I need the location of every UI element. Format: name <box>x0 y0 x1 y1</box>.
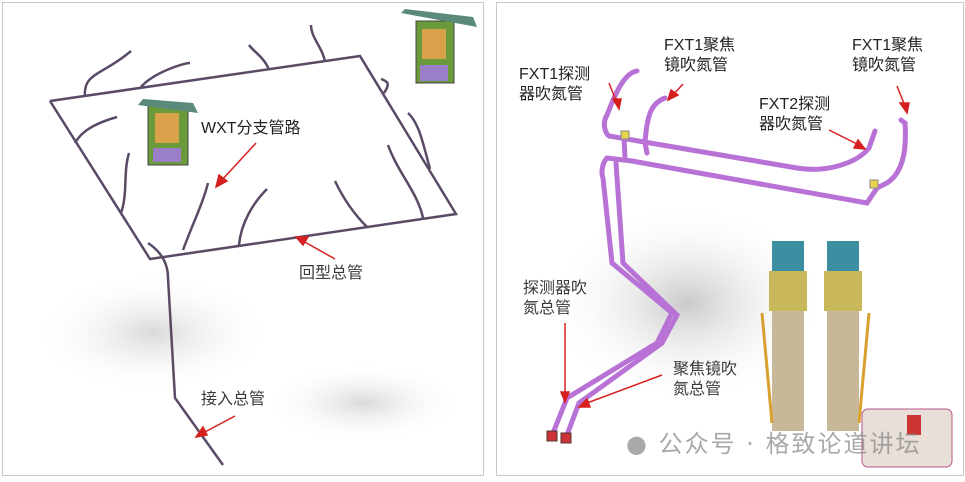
label-focus-main: 聚焦镜吹 氮总管 <box>673 359 738 398</box>
label-fxt1-focus-b: FXT1聚焦 镜吹氮管 <box>852 37 924 74</box>
loop-main-pipe <box>48 24 459 466</box>
label-inlet-main: 接入总管 <box>201 389 266 408</box>
label-fxt1-focus-a: FXT1聚焦 镜吹氮管 <box>664 37 736 74</box>
instrument-module-icon <box>401 9 477 84</box>
arrow-icon <box>302 240 336 260</box>
label-loop-main: 回型总管 <box>299 263 364 282</box>
nitrogen-pipes <box>550 68 908 438</box>
watermark-text: 公众号 · 格致论道讲坛 <box>658 430 922 458</box>
label-fxt2-detector: FXT2探测 器吹氮管 <box>759 96 831 133</box>
fxt-pipe-diagram <box>546 68 953 468</box>
right-panel-fxt-pipeline: FXT1探测 器吹氮管 FXT1聚焦 镜吹氮管 FXT1聚焦 镜吹氮管 FXT2… <box>496 2 964 476</box>
wechat-icon: ● <box>626 430 649 458</box>
wxt-pipe-diagram <box>33 9 477 466</box>
label-wxt-branch: WXT分支管路 <box>201 120 301 137</box>
fxt-telescope-icon <box>760 241 953 468</box>
arrow-icon <box>202 415 236 434</box>
label-fxt1-detector: FXT1探测 器吹氮管 <box>519 66 591 103</box>
instrument-module-icon <box>138 99 198 166</box>
left-panel-wxt-pipeline: WXT分支管路 回型总管 接入总管 <box>2 2 484 476</box>
arrow-icon <box>220 142 257 182</box>
watermark: ● 公众号 · 格致论道讲坛 <box>626 424 921 459</box>
label-detector-main: 探测器吹 氮总管 <box>523 278 588 317</box>
